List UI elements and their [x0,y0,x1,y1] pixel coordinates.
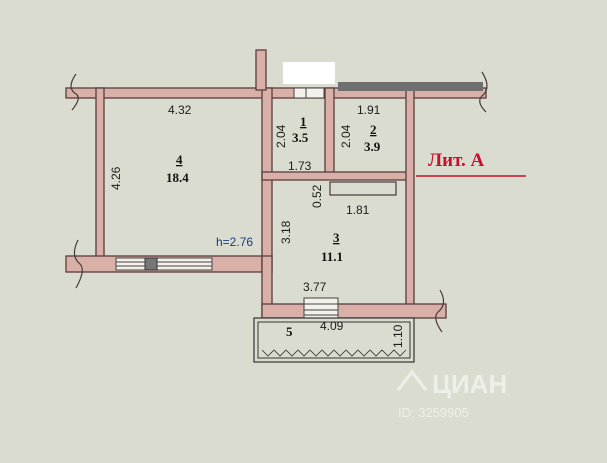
dim-closet-width: 1.81 [346,203,370,217]
balcony [253,317,415,363]
dim-room3-width: 3.77 [303,280,327,294]
dim-closet-depth: 0.52 [310,184,324,208]
cian-logo-icon [396,369,428,391]
room1-number: 1 [300,114,307,129]
room2-area: 3.9 [364,139,381,154]
dim-room1-height: 2.04 [274,124,288,148]
watermark: ЦИАН ID: 3259905 [396,369,507,420]
dim-balcony-width: 4.09 [320,319,344,333]
blank-patch [283,62,335,84]
closet-outline [329,181,397,196]
ceiling-height-label: h=2.76 [216,235,253,249]
room4-number: 4 [176,152,183,167]
watermark-brand: ЦИАН [432,369,507,399]
room3-area: 11.1 [321,249,343,264]
vertical-stub [255,49,267,91]
room2-number: 2 [370,122,377,137]
room4-area: 18.4 [166,170,189,185]
left-wall [95,87,105,261]
dim-room3-height: 3.18 [279,220,293,244]
top-wall [65,87,487,99]
room1-room2-partition [324,87,335,175]
dim-balcony-depth: 1.10 [391,324,405,348]
room3-bottom-wall [261,303,447,319]
room5-number: 5 [286,324,293,339]
right-gray-bar [338,82,483,91]
dim-room1-width: 1.73 [288,159,312,173]
watermark-id: ID: 3259905 [398,405,469,420]
rooms12-bottom-wall [261,171,413,181]
plan-title: Лит. А [428,150,485,171]
windows [115,87,339,321]
dim-room2-width: 1.91 [357,103,381,117]
dim-room4-width: 4.32 [168,103,192,117]
room3-number: 3 [333,230,340,245]
dim-room2-height: 2.04 [339,124,353,148]
room1-area: 3.5 [292,130,309,145]
right-wall [405,87,415,315]
break-marks [70,71,488,333]
dim-room4-height: 4.26 [109,166,123,190]
